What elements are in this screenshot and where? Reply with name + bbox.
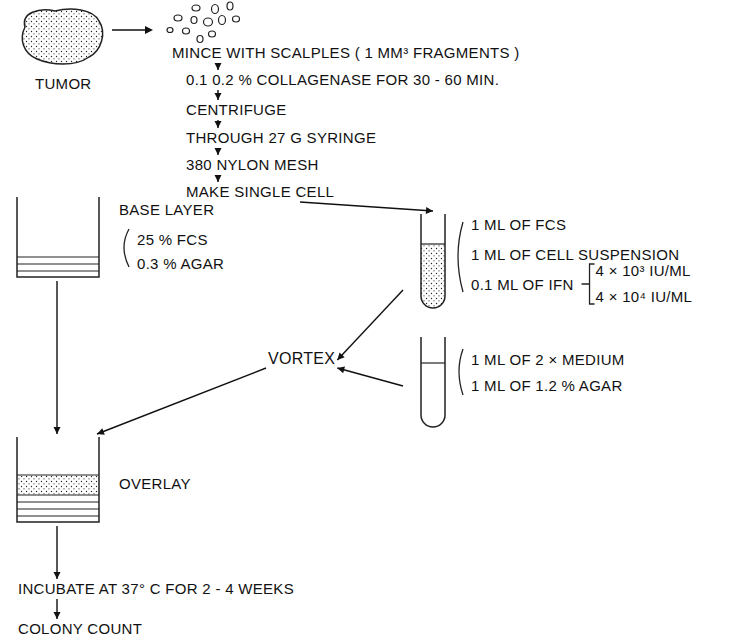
node-text: 1 ML OF 1.2 % AGAR	[471, 377, 623, 395]
flow-arrow	[215, 63, 222, 70]
tumor-fragments	[167, 2, 240, 43]
node-text: 1 ML OF 2 × MEDIUM	[471, 351, 625, 369]
culture-dish	[15, 195, 135, 280]
tumor-arrow	[112, 26, 153, 34]
node-text: 0.1 ML OF IFN	[471, 276, 574, 294]
node-text: 1 ML OF CELL SUSPENSION	[471, 246, 679, 264]
node-text: INCUBATE AT 37° C FOR 2 - 4 WEEKS	[18, 580, 294, 598]
culture-dish	[15, 435, 105, 525]
node-text: BASE LAYER	[119, 201, 214, 219]
flow-arrow	[54, 526, 61, 579]
dish-node: BASE LAYER 25 % FCS 0.3 % AGAR	[15, 195, 229, 280]
step-text: MINCE WITH SCALPLES ( 1 MM³ FRAGMENTS )	[172, 44, 520, 62]
flow-arrow	[215, 175, 222, 182]
step-text: THROUGH 27 G SYRINGE	[186, 129, 376, 147]
node-text: 25 % FCS	[137, 231, 208, 249]
node-text: CENTRIFUGE	[186, 101, 287, 119]
node-text: 380 NYLON MESH	[186, 156, 319, 174]
test-tube	[405, 335, 465, 430]
node-text: MINCE WITH SCALPLES ( 1 MM³ FRAGMENTS )	[172, 44, 520, 62]
flow-arrow	[54, 281, 61, 434]
tumor-node: TUMOR	[15, 5, 114, 97]
node-text: 0.3 % AGAR	[137, 255, 224, 273]
step-text: INCUBATE AT 37° C FOR 2 - 4 WEEKS	[18, 580, 294, 598]
tube-node: 1 ML OF FCS 1 ML OF CELL SUSPENSION 0.1 ML…	[405, 212, 697, 312]
flow-arrow	[215, 90, 222, 100]
tumor-illustration	[15, 5, 110, 71]
flow-arrow	[337, 366, 403, 386]
step-text: 0.1 0.2 % COLLAGENASE FOR 30 - 60 MIN.	[186, 71, 499, 89]
step-text: CENTRIFUGE	[186, 101, 287, 119]
flow-arrow	[54, 599, 61, 619]
node-text: MAKE SINGLE CELL	[186, 183, 334, 201]
step-text: COLONY COUNT	[18, 620, 142, 638]
flow-arrow	[337, 290, 403, 360]
flow-arrow	[215, 120, 222, 128]
node-text: 0.1 0.2 % COLLAGENASE FOR 30 - 60 MIN.	[186, 71, 499, 89]
flow-arrow	[300, 202, 433, 214]
node-text: 4 × 10³ IU/ML	[596, 262, 691, 280]
vortex-step: VORTEX	[268, 350, 335, 368]
tube-node: 1 ML OF 2 × MEDIUM 1 ML OF 1.2 % AGAR	[405, 335, 629, 430]
node-text: 1 ML OF FCS	[471, 216, 566, 234]
node-text: TUMOR	[35, 75, 92, 93]
node-text: 4 × 10⁴ IU/ML	[596, 288, 693, 306]
bracket	[582, 264, 595, 304]
dish-node: OVERLAY	[15, 435, 195, 525]
flow-arrow	[97, 368, 266, 435]
step-text: 380 NYLON MESH	[186, 156, 319, 174]
node-text: OVERLAY	[119, 475, 191, 493]
flow-arrow	[215, 148, 222, 155]
step-text: MAKE SINGLE CELL	[186, 183, 334, 201]
node-text: COLONY COUNT	[18, 620, 142, 638]
node-text: VORTEX	[268, 350, 335, 368]
node-text: THROUGH 27 G SYRINGE	[186, 129, 376, 147]
